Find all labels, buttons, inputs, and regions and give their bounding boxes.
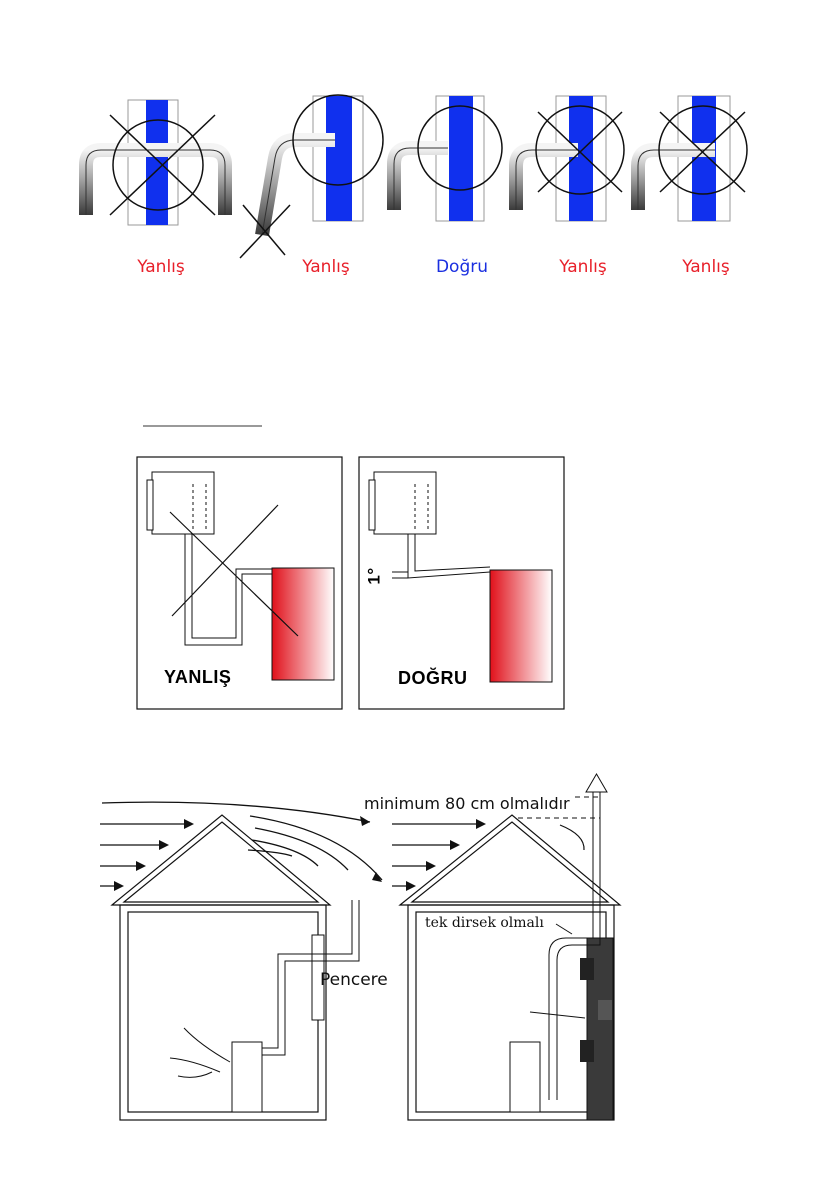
pipe-example-2 — [240, 95, 383, 258]
chimney-elbow-note: tek dirsek olmalı — [425, 915, 544, 931]
pipe-example-label-1: Yanlış — [101, 257, 221, 277]
slope-wrong-label: YANLIŞ — [164, 667, 231, 688]
chimney-height-note: minimum 80 cm olmalıdır — [362, 794, 572, 813]
house-right — [392, 774, 620, 1120]
slope-correct-label: DOĞRU — [398, 668, 468, 689]
pipe-example-1 — [86, 100, 225, 225]
pipe-example-5 — [638, 96, 747, 221]
pipe-example-3 — [394, 96, 502, 221]
window-label: Pencere — [320, 970, 388, 990]
pipe-example-label-2: Yanlış — [266, 257, 386, 277]
pipe-example-label-3: Doğru — [402, 257, 522, 277]
pipe-example-label-4: Yanlış — [523, 257, 643, 277]
pipe-example-label-5: Yanlış — [646, 257, 766, 277]
pipe-example-4 — [516, 96, 624, 221]
slope-angle-label: 1° — [365, 567, 385, 584]
house-left — [100, 802, 382, 1120]
